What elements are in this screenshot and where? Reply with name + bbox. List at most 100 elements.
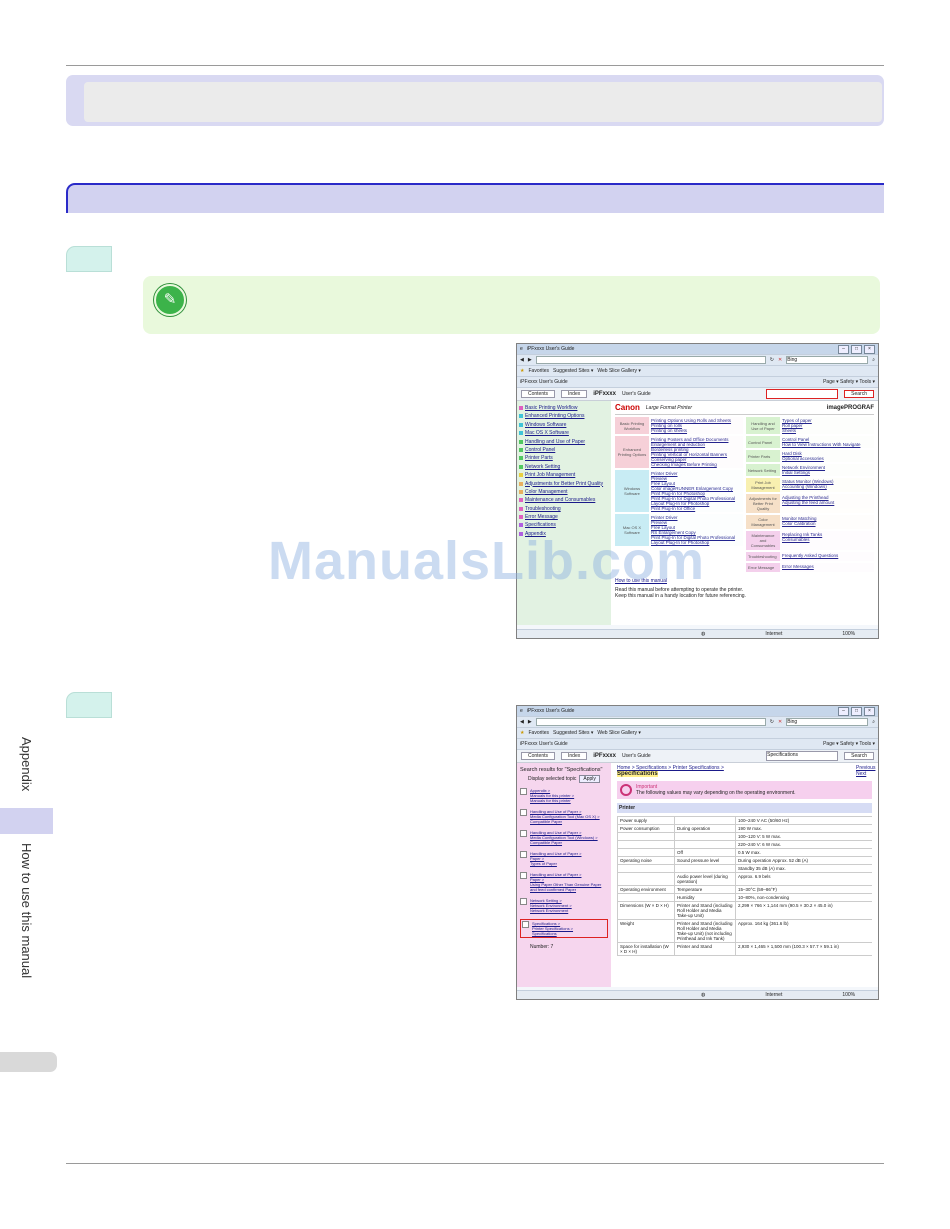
toc-item[interactable]: Error Message	[519, 514, 609, 520]
back-icon[interactable]: ◀	[520, 357, 524, 363]
how-to-use-link[interactable]: How to use this manual	[615, 578, 667, 584]
suggested-sites[interactable]: Suggested Sites ▾	[553, 730, 594, 736]
favorites-button[interactable]: Favorites	[528, 730, 550, 736]
toc-item[interactable]: Specifications	[519, 522, 609, 528]
guide-search-button[interactable]: Search	[844, 752, 874, 760]
toc-item[interactable]: Handling and Use of Paper	[519, 439, 609, 445]
category-link[interactable]: How to View Instructions With Navigate	[782, 442, 861, 447]
category-link[interactable]: Monitor Matching	[782, 516, 817, 521]
category-link[interactable]: Printing on rolls	[651, 423, 683, 428]
address-input[interactable]	[535, 718, 766, 726]
category-link[interactable]: Initial Settings	[782, 470, 811, 475]
tab-contents[interactable]: Contents	[521, 752, 556, 760]
search-result-item[interactable]: Specifications >Printer Specifications >…	[520, 919, 608, 938]
toc-item[interactable]: Basic Printing Workflow	[519, 405, 609, 411]
category-link[interactable]: Print Plug-In for Digital Photo Professi…	[651, 496, 736, 501]
category-link[interactable]: Frequently Asked Questions	[782, 553, 839, 558]
search-icon[interactable]: ⌕	[872, 719, 875, 725]
category-link[interactable]: Network Environment	[782, 465, 826, 470]
tab-index[interactable]: Index	[561, 390, 588, 398]
maximize-icon[interactable]: □	[851, 344, 862, 354]
favorites-button[interactable]: Favorites	[528, 368, 550, 374]
browser-tab[interactable]: iPFxxxx User's Guide	[520, 741, 568, 747]
toc-item[interactable]: Appendix	[519, 531, 609, 537]
close-icon[interactable]: ×	[864, 706, 875, 716]
category-link[interactable]: Color Calibration	[782, 521, 816, 526]
browser-tab[interactable]: iPFxxxx User's Guide	[520, 379, 568, 385]
command-bar[interactable]: Page ▾ Safety ▾ Tools ▾	[823, 379, 875, 385]
stop-icon[interactable]: ✕	[777, 357, 783, 363]
toc-item[interactable]: Network Setting	[519, 464, 609, 470]
category-link[interactable]: RS Enlargement Copy	[651, 530, 696, 535]
checkbox[interactable]	[520, 809, 527, 816]
category-link[interactable]: Checking Images Before Printing	[651, 462, 717, 467]
checkbox[interactable]	[522, 921, 529, 928]
toc-item[interactable]: Windows Software	[519, 422, 609, 428]
category-link[interactable]: Printer Driver	[651, 471, 678, 476]
search-result-item[interactable]: Handling and Use of Paper >Paper >Using …	[520, 872, 608, 892]
breadcrumb[interactable]: Home > Specifications > Printer Specific…	[617, 765, 724, 771]
checkbox[interactable]	[520, 788, 527, 795]
prev-next-links[interactable]: Previous Next	[856, 765, 876, 777]
zoom-level[interactable]: 100%	[842, 631, 856, 637]
category-link[interactable]: Accounting (Windows)	[782, 484, 827, 489]
category-link[interactable]: Optional accessories	[782, 456, 824, 461]
category-link[interactable]: Borderless printing	[651, 447, 689, 452]
checkbox[interactable]	[520, 830, 527, 837]
web-slice-gallery[interactable]: Web Slice Gallery ▾	[597, 730, 641, 736]
tab-contents[interactable]: Contents	[521, 390, 556, 398]
toc-item[interactable]: Print Job Management	[519, 472, 609, 478]
toc-item[interactable]: Maintenance and Consumables	[519, 497, 609, 503]
search-result-item[interactable]: Handling and Use of Paper >Media Configu…	[520, 809, 608, 824]
search-result-item[interactable]: Handling and Use of Paper >Media Configu…	[520, 830, 608, 845]
guide-search-button[interactable]: Search	[844, 390, 874, 398]
category-link[interactable]: Preview	[651, 520, 668, 525]
toc-item[interactable]: Color Management	[519, 489, 609, 495]
web-slice-gallery[interactable]: Web Slice Gallery ▾	[597, 368, 641, 374]
zoom-level[interactable]: 100%	[842, 992, 856, 998]
search-icon[interactable]: ⌕	[872, 357, 875, 363]
refresh-icon[interactable]: ↻	[769, 357, 774, 363]
category-link[interactable]: Print Plug-In for Photoshop	[651, 491, 706, 496]
search-result-item[interactable]: Network Setting >Network Environment >Ne…	[520, 898, 608, 913]
category-link[interactable]: Conserving paper	[651, 457, 687, 462]
toc-item[interactable]: Control Panel	[519, 447, 609, 453]
category-link[interactable]: Layout Plug-In for Photoshop	[651, 540, 710, 545]
back-icon[interactable]: ◀	[520, 719, 524, 725]
category-link[interactable]: Printing Options Using Rolls and Sheets	[651, 418, 732, 423]
category-link[interactable]: Printing Posters and Office Documents	[651, 437, 729, 442]
category-link[interactable]: Control Panel	[782, 437, 810, 442]
category-link[interactable]: Status Monitor (Windows)	[782, 479, 834, 484]
search-result-item[interactable]: Appendix >Manuals for this printer >Manu…	[520, 788, 608, 803]
suggested-sites[interactable]: Suggested Sites ▾	[553, 368, 594, 374]
category-link[interactable]: Consumables	[782, 537, 810, 542]
category-link[interactable]: Sheets	[782, 428, 797, 433]
category-link[interactable]: Preview	[651, 476, 668, 481]
forward-icon[interactable]: ▶	[527, 357, 532, 363]
category-link[interactable]: Types of paper	[782, 418, 812, 423]
stop-icon[interactable]: ✕	[777, 719, 783, 725]
minimize-icon[interactable]: –	[838, 706, 849, 716]
toc-item[interactable]: Adjustments for Better Print Quality	[519, 481, 609, 487]
toc-item[interactable]: Enhanced Printing Options	[519, 413, 609, 419]
category-link[interactable]: Layout Plug-In for Photoshop	[651, 501, 710, 506]
forward-icon[interactable]: ▶	[527, 719, 532, 725]
checkbox[interactable]	[520, 851, 527, 858]
category-link[interactable]: Adjusting the Printhead	[782, 495, 829, 500]
toc-item[interactable]: Troubleshooting	[519, 506, 609, 512]
category-link[interactable]: Printing Vertical or Horizontal Banners	[651, 452, 728, 457]
category-link[interactable]: Free Layout	[651, 481, 676, 486]
command-bar[interactable]: Page ▾ Safety ▾ Tools ▾	[823, 741, 875, 747]
category-link[interactable]: Free Layout	[651, 525, 676, 530]
category-link[interactable]: Enlargement and reduction	[651, 442, 706, 447]
category-link[interactable]: Adjusting the feed amount	[782, 500, 835, 505]
toc-item[interactable]: Mac OS X Software	[519, 430, 609, 436]
apply-button[interactable]: Apply	[579, 775, 600, 783]
close-icon[interactable]: ×	[864, 344, 875, 354]
minimize-icon[interactable]: –	[838, 344, 849, 354]
category-link[interactable]: Replacing Ink Tanks	[782, 532, 823, 537]
toc-item[interactable]: Printer Parts	[519, 455, 609, 461]
category-link[interactable]: Roll paper	[782, 423, 803, 428]
category-link[interactable]: Printing on sheets	[651, 428, 688, 433]
tab-index[interactable]: Index	[561, 752, 588, 760]
